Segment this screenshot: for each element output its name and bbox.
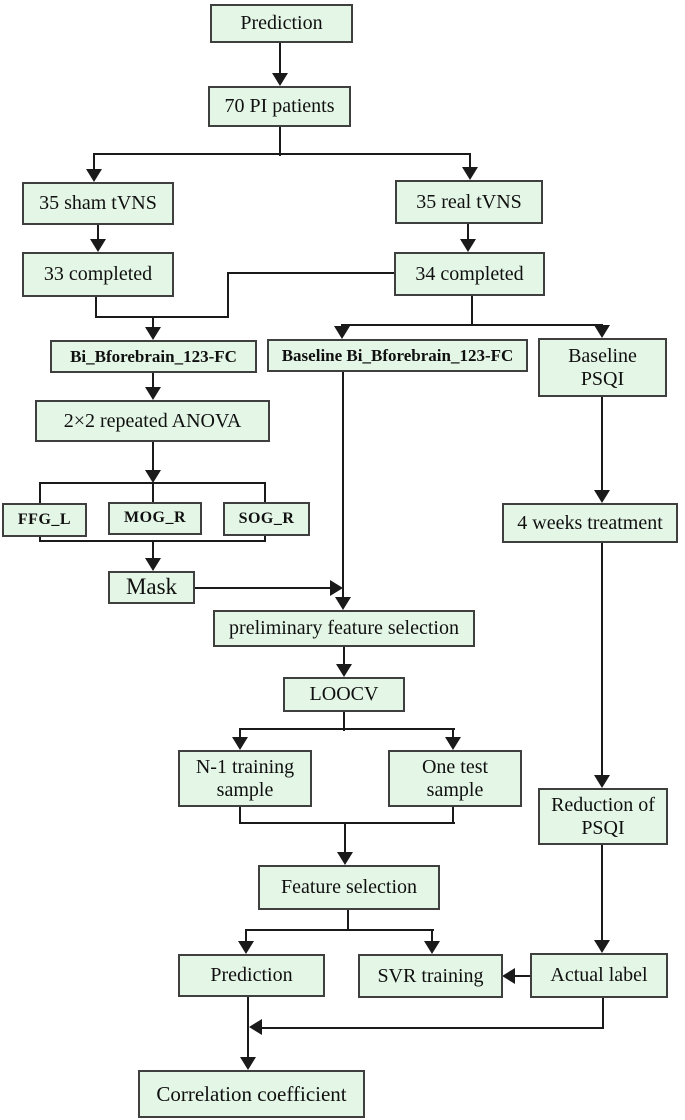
node-prediction-bottom: Prediction <box>178 954 325 997</box>
node-prelim-selection: preliminary feature selection <box>213 610 475 647</box>
connector <box>95 316 229 318</box>
connector <box>95 297 97 318</box>
connector <box>239 807 241 824</box>
flow-arrowhead <box>330 580 343 596</box>
connector <box>343 712 345 731</box>
node-anova: 2×2 repeated ANOVA <box>35 400 270 442</box>
connector <box>239 728 241 739</box>
node-ffg-l: FFG_L <box>2 503 87 537</box>
flow-arrowhead <box>232 737 248 750</box>
connector <box>97 225 99 241</box>
connector <box>347 910 349 931</box>
connector <box>227 272 394 274</box>
node-weeks-treatment: 4 weeks treatment <box>502 503 678 543</box>
node-real-tvns: 35 real tVNS <box>395 180 543 224</box>
node-completed-33: 33 completed <box>22 252 174 297</box>
connector <box>601 543 603 776</box>
connector <box>93 153 95 173</box>
connector <box>467 224 469 241</box>
node-one-test: One test sample <box>388 750 522 807</box>
node-line: PSQI <box>580 367 625 390</box>
node-feature-selection: Feature selection <box>258 865 440 910</box>
connector <box>341 324 603 326</box>
flow-arrowhead <box>145 558 161 571</box>
flow-arrowhead <box>145 327 161 340</box>
node-line: N-1 training <box>195 755 295 778</box>
flow-arrowhead <box>337 852 353 865</box>
flow-arrowhead <box>594 775 610 788</box>
node-mask: Mask <box>108 571 195 604</box>
flow-arrowhead <box>424 941 440 954</box>
node-prediction-top: Prediction <box>210 4 353 43</box>
node-line: Reduction of <box>551 793 655 816</box>
connector <box>279 127 281 156</box>
connector <box>152 482 154 503</box>
node-svr-training: SVR training <box>358 954 503 998</box>
flow-arrowhead <box>594 490 610 503</box>
connector <box>260 1027 604 1029</box>
flow-arrowhead <box>145 387 161 400</box>
node-baseline-fc: Baseline Bi_Bforebrain_123-FC <box>267 339 528 372</box>
flow-arrowhead <box>86 169 102 182</box>
flow-arrowhead <box>335 597 351 610</box>
connector <box>452 807 454 824</box>
node-fc: Bi_Bforebrain_123-FC <box>50 340 257 373</box>
node-line: sample <box>216 778 274 801</box>
connector <box>602 998 604 1029</box>
flow-arrowhead <box>594 940 610 953</box>
connector <box>227 272 229 318</box>
flow-arrowhead <box>594 325 610 338</box>
flow-arrowhead <box>334 326 350 339</box>
flow-arrowhead <box>240 1057 256 1070</box>
connector <box>471 296 473 326</box>
connector <box>601 397 603 491</box>
connector <box>469 153 471 171</box>
flow-arrowhead <box>249 1019 262 1035</box>
flow-arrowhead <box>145 470 161 483</box>
connector <box>152 373 154 389</box>
flow-arrowhead <box>336 664 352 677</box>
connector <box>152 442 154 471</box>
connector <box>344 822 346 853</box>
connector <box>152 540 154 559</box>
node-n1-training: N-1 training sample <box>178 750 312 807</box>
node-line: One test <box>421 755 489 778</box>
node-pi-patients: 70 PI patients <box>208 86 351 127</box>
node-sog-r: SOG_R <box>223 502 310 536</box>
node-line: Baseline <box>568 344 637 367</box>
node-actual-label: Actual label <box>530 953 668 998</box>
node-loocv: LOOCV <box>283 677 405 712</box>
node-sham-tvns: 35 sham tVNS <box>22 182 174 225</box>
node-mog-r: MOG_R <box>108 502 202 535</box>
flow-arrowhead <box>502 968 515 984</box>
connector <box>279 43 281 76</box>
connector <box>93 153 471 155</box>
node-correlation: Correlation coefficient <box>138 1070 365 1118</box>
connector <box>514 975 530 977</box>
node-line: sample <box>426 778 484 801</box>
flow-arrowhead <box>462 167 478 180</box>
node-line: PSQI <box>581 816 625 839</box>
connector <box>342 372 344 598</box>
connector <box>245 929 247 942</box>
node-reduction-psqi: Reduction of PSQI <box>538 788 668 845</box>
flow-arrowhead <box>445 737 461 750</box>
connector <box>601 845 603 941</box>
connector <box>431 929 433 942</box>
connector <box>195 587 332 589</box>
connector <box>245 929 434 931</box>
node-completed-34: 34 completed <box>394 252 545 296</box>
flow-arrowhead <box>90 239 106 252</box>
connector <box>343 647 345 665</box>
connector <box>239 822 455 824</box>
flow-arrowhead <box>272 73 288 86</box>
connector <box>152 316 154 329</box>
flow-arrowhead <box>460 239 476 252</box>
connector <box>247 997 249 1057</box>
node-baseline-psqi: Baseline PSQI <box>538 338 667 397</box>
connector <box>239 728 455 730</box>
flow-arrowhead <box>238 941 254 954</box>
connector <box>452 728 454 739</box>
